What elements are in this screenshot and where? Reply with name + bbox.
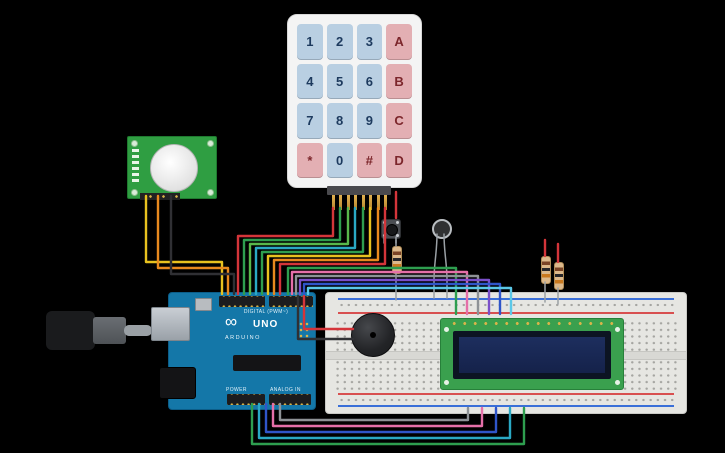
button-pin — [396, 234, 399, 237]
usb-cable[interactable] — [124, 325, 152, 336]
lcd-display[interactable] — [440, 318, 624, 390]
led-lead — [433, 233, 438, 299]
analog-label: ANALOG IN — [270, 387, 301, 393]
arduino-uno[interactable]: DIGITAL (PWM~) ∞ UNO ARDUINO POWER ANALO… — [151, 292, 316, 410]
lcd-mount-hole — [444, 380, 449, 385]
keypad-connector[interactable] — [327, 186, 391, 195]
usb-plug[interactable] — [46, 311, 95, 350]
pir-mount-hole — [131, 189, 138, 196]
rail-holes-top[interactable] — [338, 301, 674, 309]
power-label: POWER — [226, 387, 247, 393]
digital-label: DIGITAL (PWM~) — [243, 309, 289, 315]
pir-mount-hole — [131, 140, 138, 147]
keypad-key-3[interactable]: 3 — [356, 24, 383, 60]
pir-pin-header[interactable] — [140, 193, 180, 200]
rail-positive-bottom — [338, 393, 674, 395]
keypad-pin[interactable] — [377, 195, 380, 210]
pir-mount-hole — [207, 189, 214, 196]
membrane-keypad[interactable]: 1 2 3 A 4 5 6 B 7 8 9 C * 0 # D — [287, 14, 422, 188]
board-brand: ARDUINO — [225, 335, 261, 341]
rail-holes-bottom[interactable] — [338, 396, 674, 404]
pir-motion-sensor[interactable] — [127, 136, 217, 200]
keypad-pin[interactable] — [384, 195, 387, 210]
wire-cyan[interactable] — [254, 206, 357, 296]
led-lead — [443, 233, 448, 299]
lcd-mount-hole — [615, 380, 620, 385]
keypad-pin[interactable] — [332, 195, 335, 210]
keypad-key-8[interactable]: 8 — [326, 103, 353, 139]
wire-orange[interactable] — [156, 194, 230, 296]
buzzer-hole — [370, 332, 376, 338]
keypad-key-7[interactable]: 7 — [297, 103, 323, 139]
keypad-pin[interactable] — [362, 195, 365, 210]
wire-green[interactable] — [260, 206, 365, 296]
digital-header-right[interactable] — [269, 296, 313, 307]
analog-header[interactable] — [269, 394, 311, 405]
keypad-key-c[interactable]: C — [386, 103, 412, 139]
keypad-key-a[interactable]: A — [386, 24, 412, 60]
power-header[interactable] — [227, 394, 265, 405]
button-pin — [383, 221, 386, 224]
lcd-mount-hole — [444, 327, 449, 332]
keypad-key-4[interactable]: 4 — [297, 63, 323, 99]
keypad-key-star[interactable]: * — [297, 142, 323, 178]
wire-orange[interactable] — [272, 206, 380, 296]
wire-yellow[interactable] — [266, 206, 372, 296]
board-model: UNO — [253, 319, 279, 330]
pir-mount-hole — [207, 140, 214, 147]
digital-header-left[interactable] — [219, 296, 265, 307]
keypad-key-d[interactable]: D — [386, 142, 412, 178]
keypad-grid: 1 2 3 A 4 5 6 B 7 8 9 C * 0 # D — [297, 24, 412, 178]
wire-black[interactable] — [169, 194, 236, 296]
resistor[interactable] — [392, 246, 402, 274]
resistor[interactable] — [541, 256, 551, 284]
usb-plug-neck — [93, 317, 126, 344]
button-pin — [383, 234, 386, 237]
wire-light-green[interactable] — [248, 206, 350, 296]
keypad-pin[interactable] — [347, 195, 350, 210]
resistor[interactable] — [554, 262, 564, 290]
button-pin — [396, 221, 399, 224]
keypad-key-1[interactable]: 1 — [297, 24, 323, 60]
wire-green[interactable] — [242, 206, 342, 296]
keypad-pin[interactable] — [339, 195, 342, 210]
keypad-pin[interactable] — [354, 195, 357, 210]
wire-red[interactable] — [236, 206, 335, 296]
arduino-logo-icon: ∞ — [225, 312, 238, 331]
piezo-buzzer[interactable] — [351, 313, 395, 357]
keypad-pin[interactable] — [369, 195, 372, 210]
icsp-header[interactable] — [298, 321, 310, 339]
keypad-key-b[interactable]: B — [386, 63, 412, 99]
rail-negative-bottom — [338, 405, 674, 407]
keypad-key-6[interactable]: 6 — [356, 63, 383, 99]
keypad-key-2[interactable]: 2 — [326, 24, 353, 60]
atmega-chip — [233, 355, 301, 371]
keypad-key-hash[interactable]: # — [356, 142, 383, 178]
lcd-pin-row[interactable] — [449, 321, 617, 326]
keypad-key-5[interactable]: 5 — [326, 63, 353, 99]
pushbutton-cap[interactable] — [386, 224, 398, 236]
wire-red[interactable] — [278, 206, 387, 296]
power-jack — [159, 367, 196, 399]
keypad-key-0[interactable]: 0 — [326, 142, 353, 178]
wire-yellow[interactable] — [144, 194, 224, 296]
pir-dome — [150, 144, 198, 192]
rail-positive-top — [338, 312, 674, 314]
reset-button[interactable] — [195, 298, 212, 311]
lcd-mount-hole — [615, 327, 620, 332]
led[interactable] — [432, 219, 452, 239]
rail-negative-top — [338, 298, 674, 300]
pushbutton[interactable] — [381, 219, 401, 239]
keypad-key-9[interactable]: 9 — [356, 103, 383, 139]
usb-port — [151, 307, 190, 341]
pir-silkscreen — [132, 149, 139, 185]
lcd-screen — [459, 337, 605, 373]
